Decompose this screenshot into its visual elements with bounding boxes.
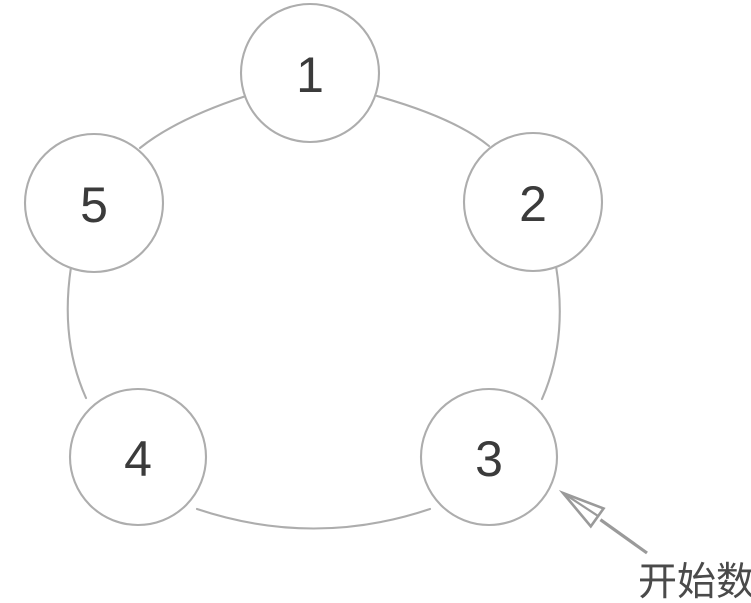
start-callout: 开始数 xyxy=(558,490,751,603)
node-5-label: 5 xyxy=(80,177,108,233)
callout-arrow-head-inner-icon xyxy=(562,492,599,517)
start-number-annotation-label: 开始数 xyxy=(638,560,751,603)
edge-group xyxy=(66,94,561,530)
node-5-circle[interactable] xyxy=(23,132,165,274)
node-4-circle[interactable] xyxy=(68,387,208,527)
node-5[interactable]: 5 xyxy=(23,132,165,274)
node-3[interactable]: 3 xyxy=(419,387,559,527)
node-4[interactable]: 4 xyxy=(68,387,208,527)
edge-4-5 xyxy=(66,265,88,400)
edge-2-3 xyxy=(540,264,561,401)
edge-1-2 xyxy=(375,94,491,148)
node-2-label: 2 xyxy=(519,176,547,232)
node-3-label: 3 xyxy=(475,431,503,487)
node-3-circle[interactable] xyxy=(419,387,559,527)
callout-arrow-shaft xyxy=(599,518,648,555)
node-1[interactable]: 1 xyxy=(239,2,381,144)
callout-arrow-head-icon xyxy=(558,490,606,529)
node-2[interactable]: 2 xyxy=(462,131,604,273)
node-2-circle[interactable] xyxy=(462,131,604,273)
node-1-circle[interactable] xyxy=(239,2,381,144)
node-4-label: 4 xyxy=(124,431,152,487)
edge-5-1 xyxy=(138,94,248,150)
edge-3-4 xyxy=(195,507,432,530)
node-1-label: 1 xyxy=(296,47,324,103)
